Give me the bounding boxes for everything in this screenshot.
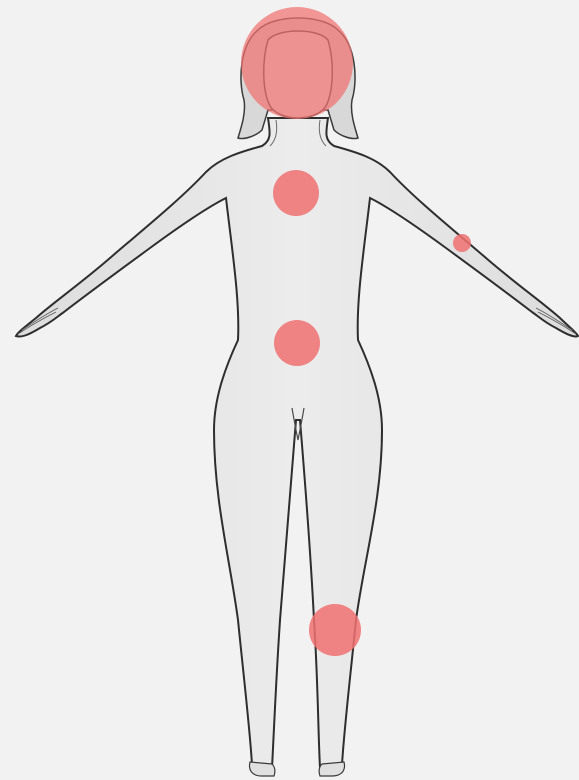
marker-left-knee[interactable] xyxy=(309,604,361,656)
right-foot xyxy=(319,762,344,776)
marker-head[interactable] xyxy=(241,7,353,119)
marker-chest[interactable] xyxy=(273,170,319,216)
marker-left-forearm[interactable] xyxy=(453,234,471,252)
left-foot xyxy=(250,762,275,776)
marker-abdomen[interactable] xyxy=(274,320,320,366)
